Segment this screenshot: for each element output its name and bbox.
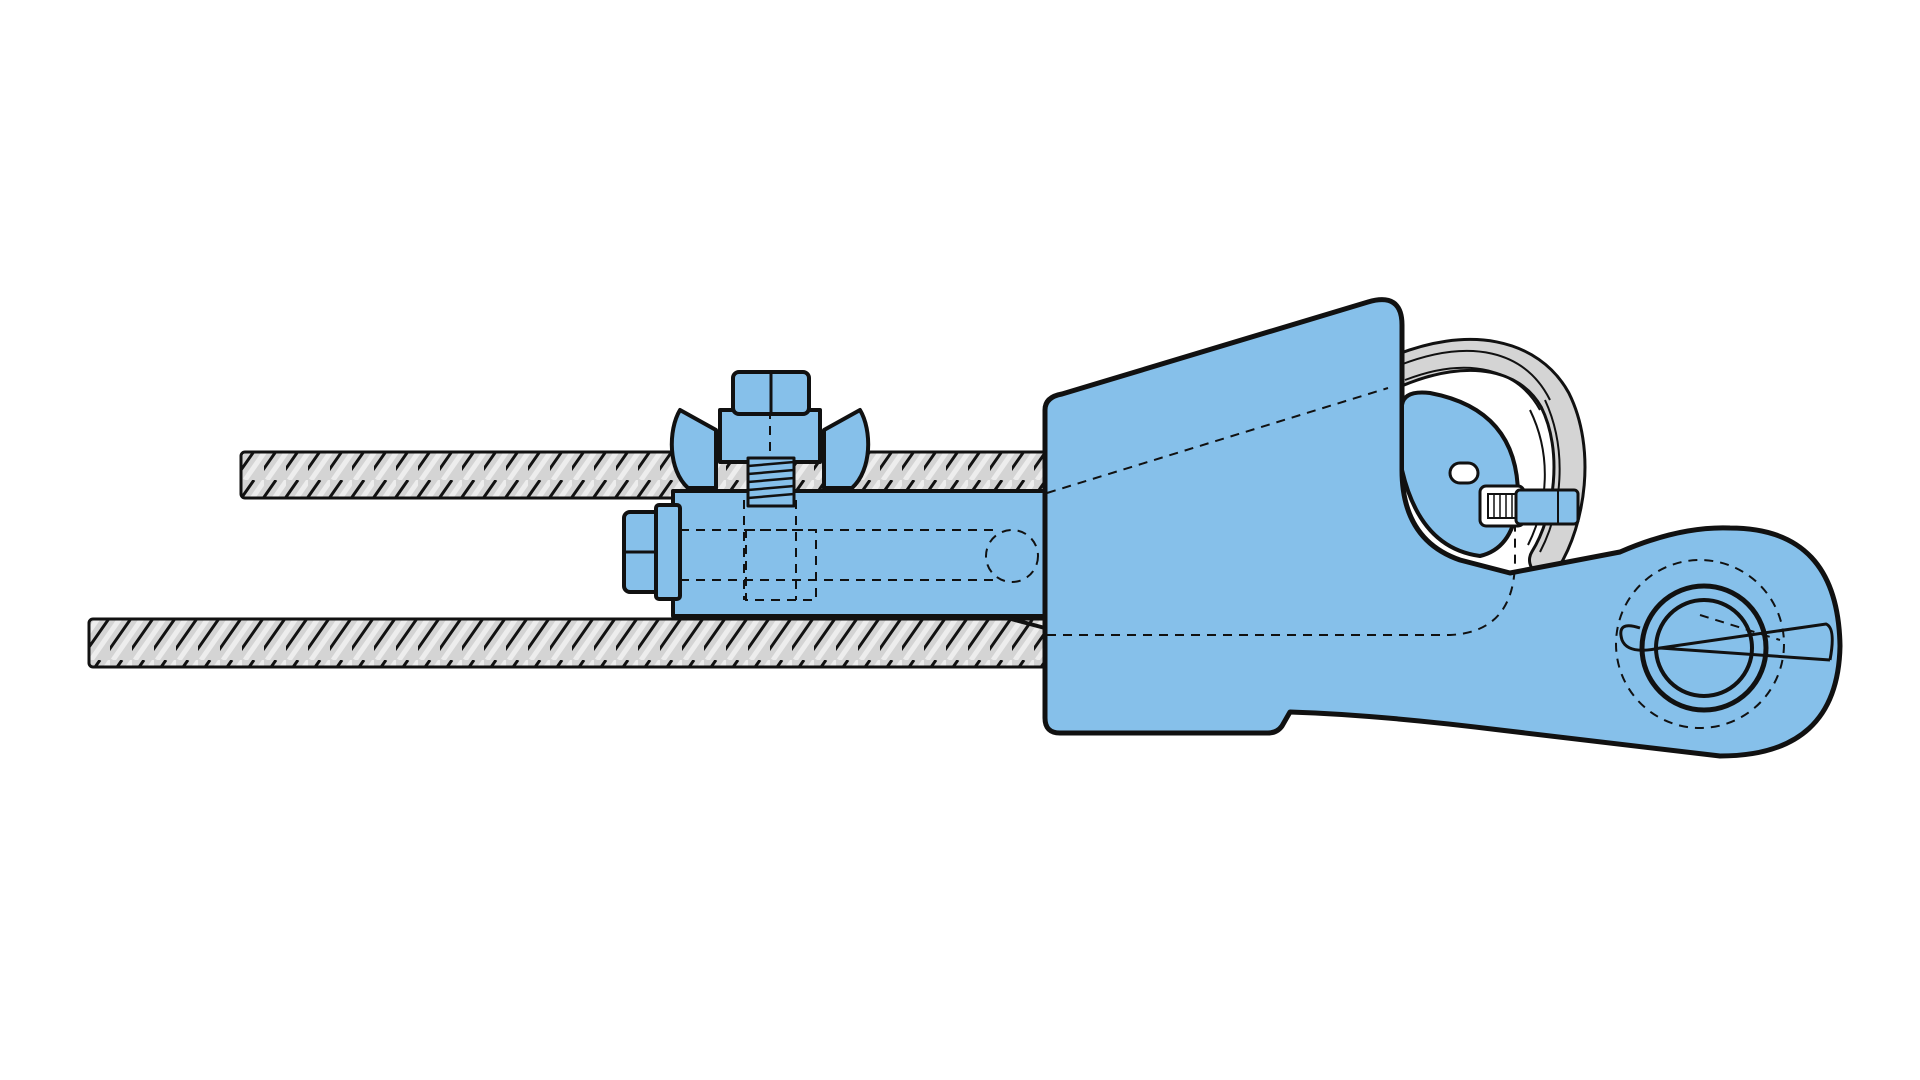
wire-rope-live-end <box>87 617 1081 669</box>
pin <box>1639 583 1769 713</box>
hose-clamp <box>1478 484 1580 528</box>
tail-nut <box>622 503 682 601</box>
u-bolt <box>743 456 797 600</box>
saddle-clip <box>669 408 871 490</box>
hex-nut <box>731 370 811 416</box>
cotter-pin <box>1619 614 1834 662</box>
wedge-socket-eye <box>1615 559 1785 729</box>
wedge-tail <box>671 489 1065 634</box>
